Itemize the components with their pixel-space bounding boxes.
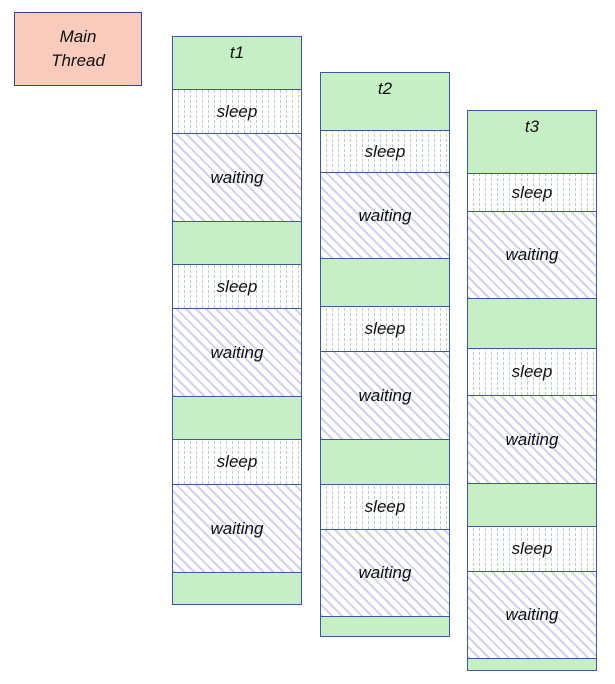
t2-thread-name: t2 xyxy=(377,79,393,98)
thread-column-t3: t3 sleep waiting sleep waiting sleep wai… xyxy=(467,110,597,671)
t1-sleep-segment: sleep xyxy=(173,89,301,133)
t2-sleep-label: sleep xyxy=(364,319,406,338)
t3-waiting-label: waiting xyxy=(505,245,559,264)
t3-sleep-label: sleep xyxy=(511,182,553,202)
t3-waiting-segment: waiting xyxy=(468,571,596,658)
t1-running-segment xyxy=(173,396,301,439)
t1-waiting-label: waiting xyxy=(210,342,264,362)
t2-waiting-label: waiting xyxy=(358,205,412,225)
t3-sleep-label: sleep xyxy=(511,539,553,558)
t3-running-segment xyxy=(468,658,596,670)
t2-sleep-segment: sleep xyxy=(321,306,449,351)
main-thread-label-line2: Thread xyxy=(51,51,105,70)
t3-running-segment: t3 xyxy=(468,111,596,173)
main-thread-label-line1: Main xyxy=(59,27,97,46)
t3-sleep-segment: sleep xyxy=(468,173,596,211)
t3-running-segment xyxy=(468,298,596,348)
t1-sleep-label: sleep xyxy=(216,101,258,121)
t1-sleep-segment: sleep xyxy=(173,439,301,484)
t3-waiting-label: waiting xyxy=(505,429,559,449)
t3-sleep-segment: sleep xyxy=(468,526,596,571)
t2-running-segment: t2 xyxy=(321,73,449,130)
t3-sleep-segment: sleep xyxy=(468,348,596,395)
t1-waiting-segment: waiting xyxy=(173,484,301,572)
t1-waiting-segment: waiting xyxy=(173,308,301,396)
t1-running-segment xyxy=(173,572,301,604)
main-thread-box: Main Thread xyxy=(14,12,142,86)
t3-sleep-label: sleep xyxy=(511,362,553,381)
t2-sleep-segment: sleep xyxy=(321,484,449,529)
thread-column-t1: t1 sleep waiting sleep waiting sleep wai… xyxy=(172,36,302,605)
t3-waiting-label: waiting xyxy=(505,605,559,624)
t2-waiting-segment: waiting xyxy=(321,351,449,439)
t2-waiting-segment: waiting xyxy=(321,172,449,258)
t1-sleep-label: sleep xyxy=(216,276,258,296)
t2-running-segment xyxy=(321,439,449,484)
t2-waiting-segment: waiting xyxy=(321,529,449,616)
t3-waiting-segment: waiting xyxy=(468,211,596,298)
t1-waiting-segment: waiting xyxy=(173,133,301,221)
thread-column-t2: t2 sleep waiting sleep waiting sleep wai… xyxy=(320,72,450,637)
t2-running-segment xyxy=(321,258,449,306)
t1-running-segment: t1 xyxy=(173,37,301,89)
t1-sleep-label: sleep xyxy=(216,452,258,471)
t2-running-segment xyxy=(321,616,449,636)
t2-sleep-label: sleep xyxy=(364,141,406,161)
t3-thread-name: t3 xyxy=(524,117,540,136)
t2-waiting-label: waiting xyxy=(358,563,412,582)
t1-thread-name: t1 xyxy=(229,43,245,62)
t2-waiting-label: waiting xyxy=(358,385,412,405)
t1-running-segment xyxy=(173,221,301,264)
t1-waiting-label: waiting xyxy=(210,518,264,538)
t1-waiting-label: waiting xyxy=(210,167,264,187)
t3-waiting-segment: waiting xyxy=(468,395,596,483)
t2-sleep-segment: sleep xyxy=(321,130,449,172)
t2-sleep-label: sleep xyxy=(364,497,406,516)
t1-sleep-segment: sleep xyxy=(173,264,301,308)
t3-running-segment xyxy=(468,483,596,526)
